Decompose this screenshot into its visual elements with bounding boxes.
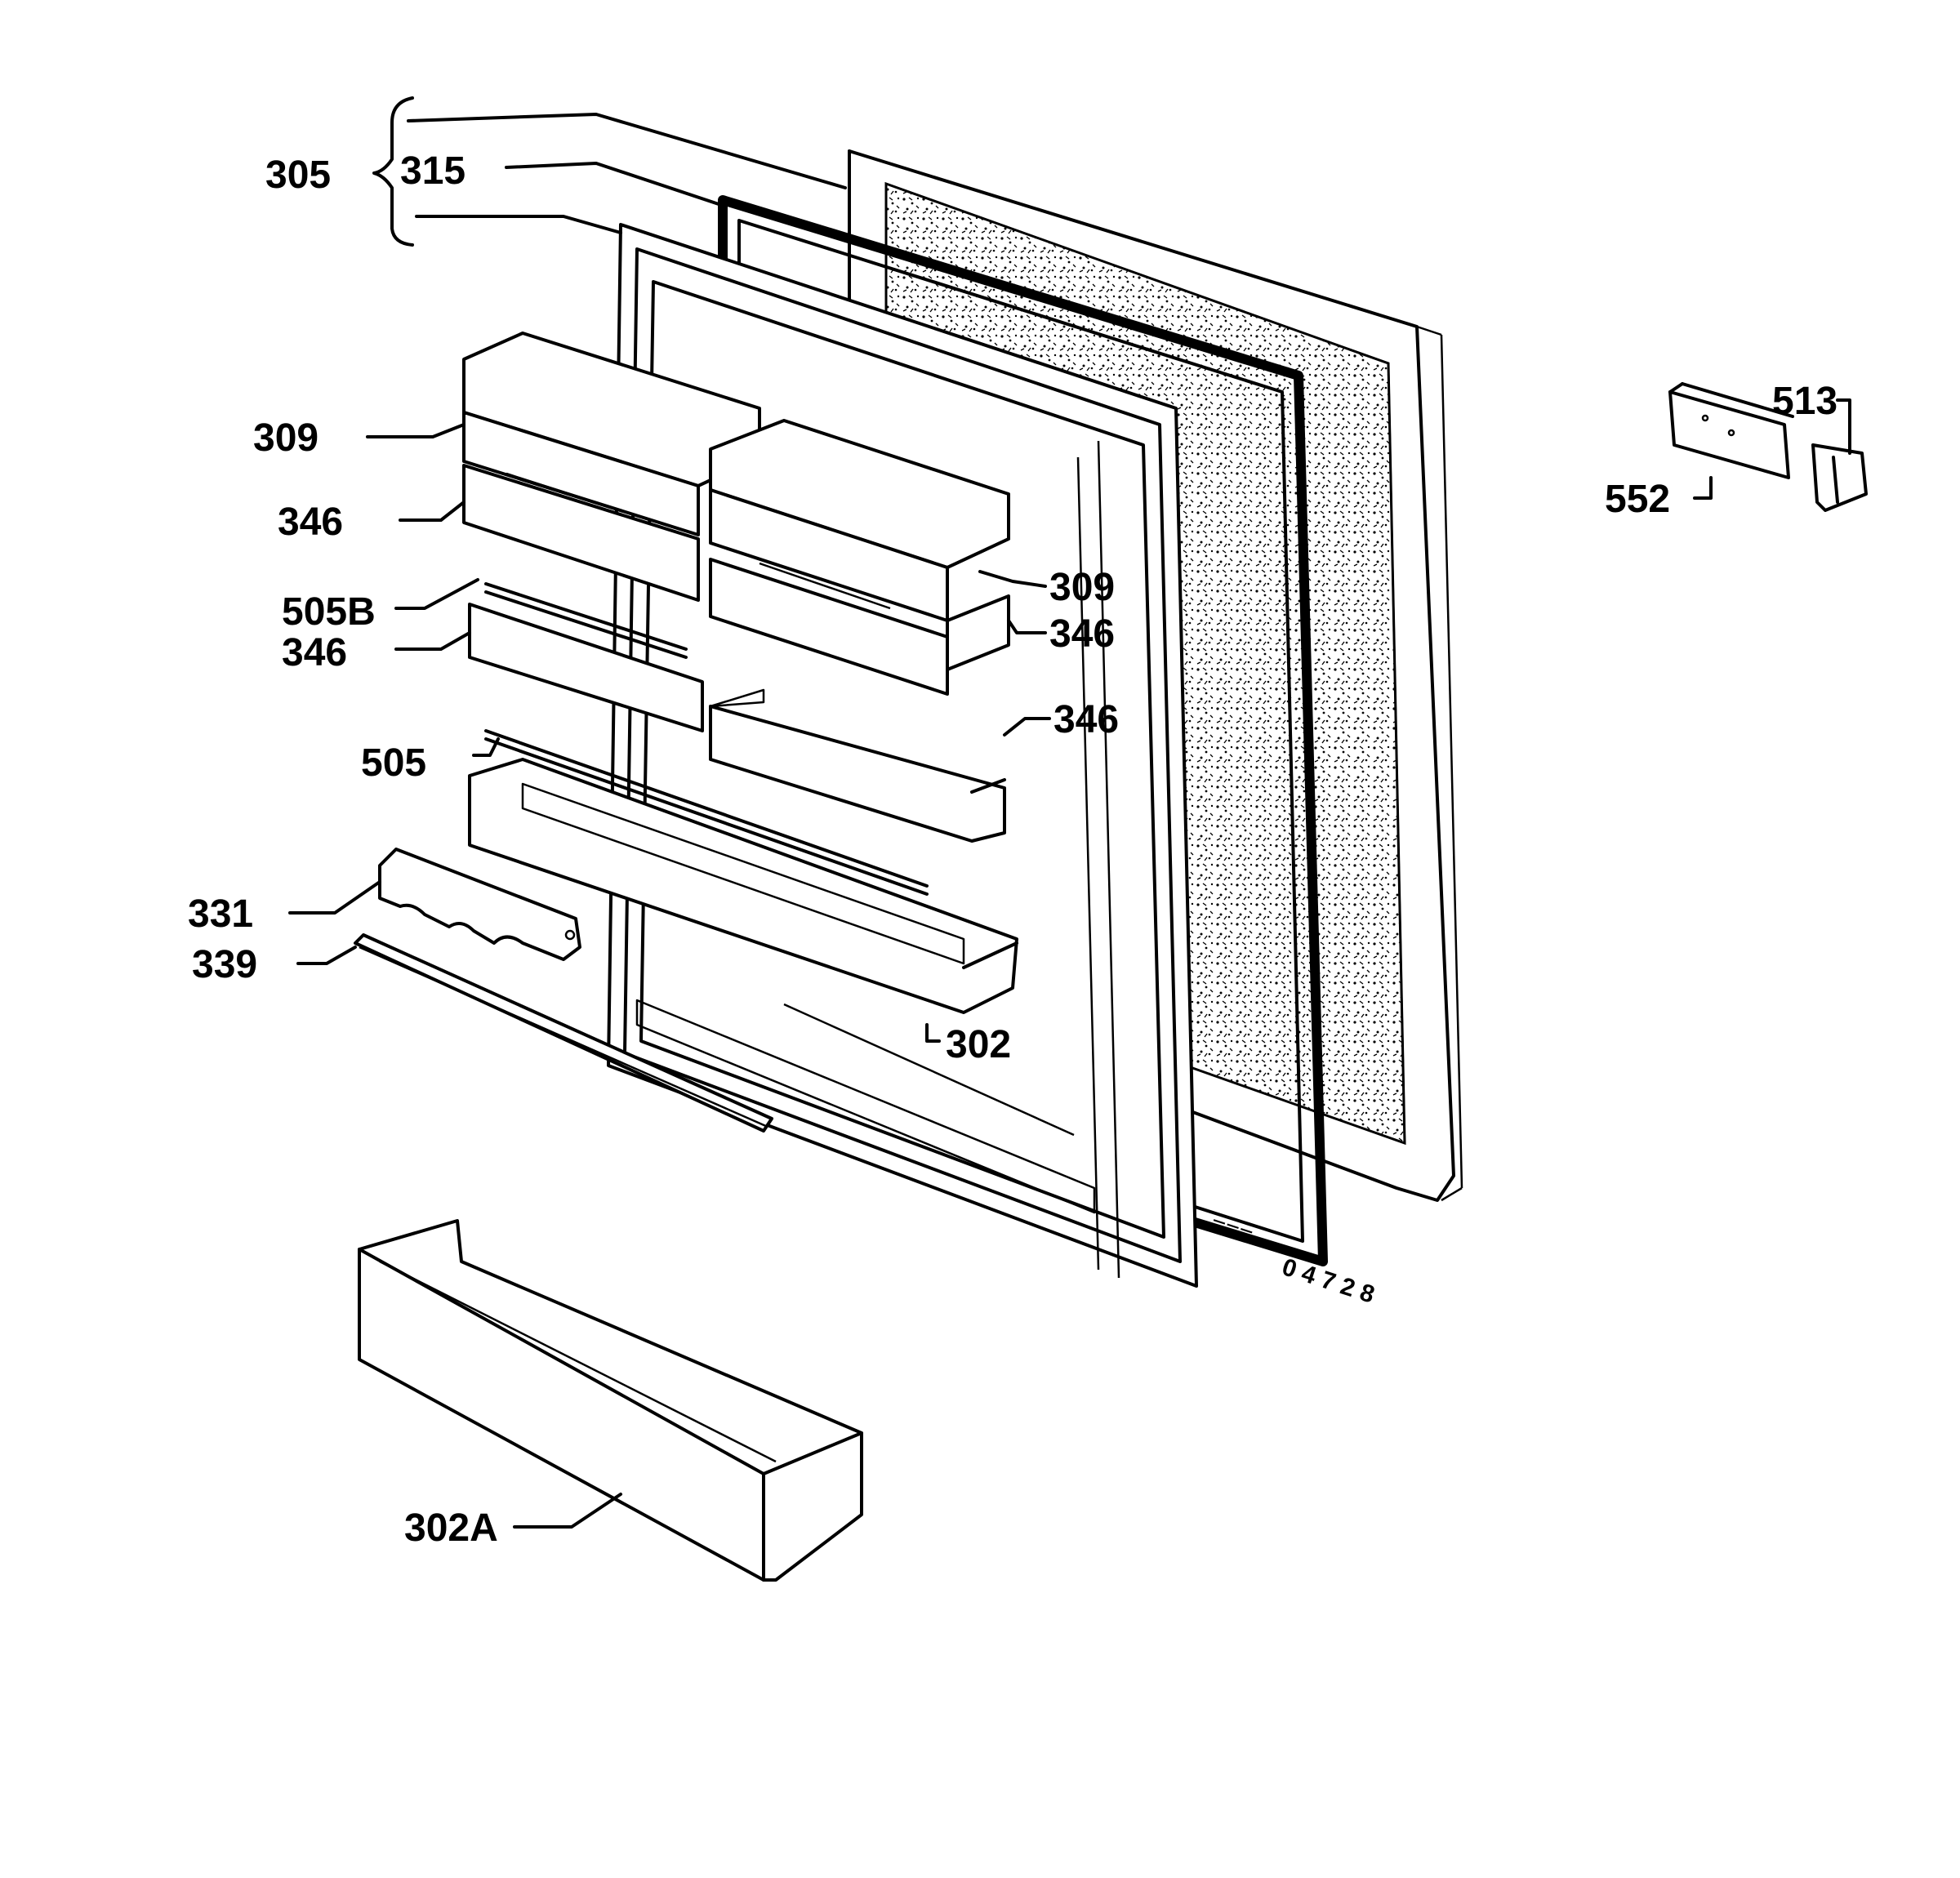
leader-lines — [288, 96, 1851, 1529]
label-302a-number: 302 — [404, 1506, 470, 1550]
label-315: 315 — [400, 149, 466, 193]
door-shelf-left — [468, 582, 704, 732]
svg-text:505B: 505B — [282, 590, 376, 634]
label-346-d: 346 — [1054, 698, 1119, 741]
label-505: 505 — [361, 741, 426, 785]
label-505b-number: 505 — [282, 590, 347, 634]
label-302: 302 — [946, 1023, 1011, 1066]
door-shelf-long — [468, 729, 1018, 1014]
label-309-right: 309 — [1049, 566, 1115, 609]
label-302a-suffix: A — [470, 1506, 498, 1550]
label-505b-suffix: B — [347, 590, 376, 634]
label-339: 339 — [192, 943, 257, 986]
hinge-plate — [1668, 382, 1794, 479]
label-305: 305 — [265, 154, 331, 197]
label-331: 331 — [188, 892, 253, 936]
svg-text:302A: 302A — [404, 1506, 498, 1550]
drawing-code-text: 0 4 7 2 8 — [1279, 1253, 1378, 1308]
dairy-cover-right — [709, 419, 1010, 696]
label-346-a: 346 — [278, 501, 343, 544]
hinge-bracket — [1811, 443, 1868, 512]
callout-labels: 305 315 309 346 505B 346 309 346 346 505… — [188, 149, 1838, 1550]
label-552: 552 — [1605, 478, 1670, 521]
bottle-retainer — [378, 848, 581, 961]
door-shelf-right — [709, 688, 1006, 843]
label-346-b: 346 — [282, 631, 347, 674]
drawing-code: ≡≡≡ 0 4 7 2 8 — [1207, 1211, 1378, 1308]
svg-text:≡≡≡: ≡≡≡ — [1207, 1211, 1256, 1250]
label-513: 513 — [1772, 380, 1838, 423]
bottom-door-shelf — [358, 1219, 863, 1582]
label-309-left: 309 — [253, 416, 318, 460]
dairy-cover-left — [462, 332, 761, 602]
label-346-c: 346 — [1049, 612, 1115, 656]
door-rail — [354, 933, 773, 1133]
